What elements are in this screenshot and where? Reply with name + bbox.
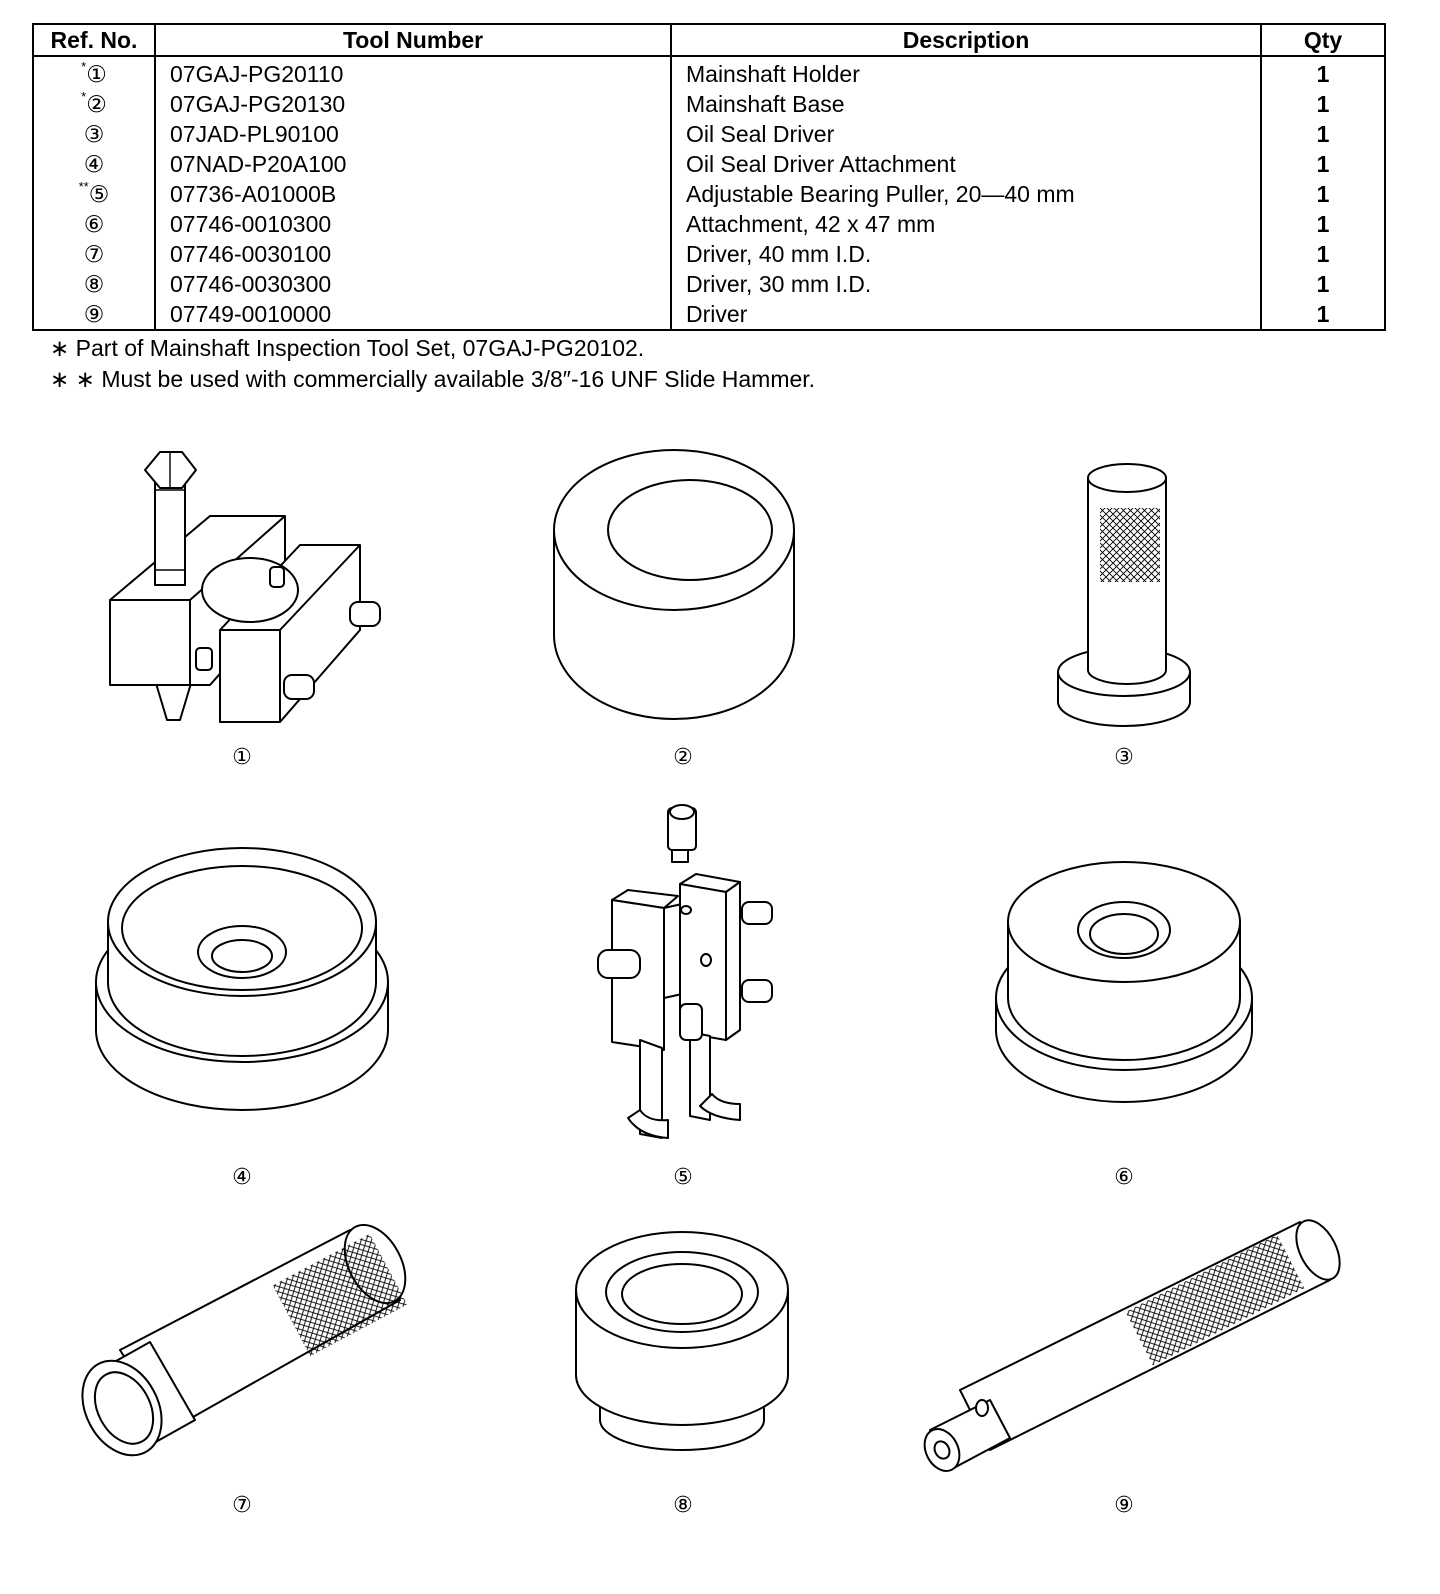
figure-label-6: ⑥ — [1114, 1165, 1134, 1190]
figure-label-8: ⑧ — [673, 1493, 693, 1518]
mainshaft-base-drawing — [553, 449, 795, 720]
tool-number-cell: 07NAD-P20A100 — [154, 149, 672, 179]
qty-cell: 1 — [1260, 209, 1386, 239]
footnote-single-asterisk: ∗ Part of Mainshaft Inspection Tool Set,… — [50, 335, 645, 361]
tool-number-cell: 07GAJ-PG20130 — [154, 89, 672, 119]
table-row: ⑦ 07746-0030100 Driver, 40 mm I.D. 1 — [32, 239, 1386, 269]
tool-number-cell: 07746-0010300 — [154, 209, 672, 239]
table-row: ④ 07NAD-P20A100 Oil Seal Driver Attachme… — [32, 149, 1386, 179]
footnote-double-asterisk: ∗ ∗ Must be used with commercially avail… — [50, 366, 816, 392]
driver-30mm-drawing — [575, 1231, 789, 1451]
ref-cell: ⑥ — [32, 209, 156, 239]
tool-number-cell: 07746-0030300 — [154, 269, 672, 299]
ref-number: ⑨ — [83, 300, 105, 327]
tool-number-cell: 07746-0030100 — [154, 239, 672, 269]
table-row: *② 07GAJ-PG20130 Mainshaft Base 1 — [32, 88, 1386, 119]
figure-label-5: ⑤ — [673, 1165, 693, 1190]
special-tools-table: Ref. No. Tool Number Description Qty *① … — [32, 23, 1386, 331]
footnote-mark: ** — [78, 178, 89, 194]
table-row: ⑨ 07749-0010000 Driver 1 — [32, 299, 1386, 330]
ref-cell: ⑦ — [32, 239, 156, 269]
description-cell: Attachment, 42 x 47 mm — [670, 209, 1262, 239]
header-qty: Qty — [1260, 23, 1386, 57]
description-cell: Driver, 30 mm I.D. — [670, 269, 1262, 299]
ref-cell: ⑧ — [32, 269, 156, 299]
header-description: Description — [670, 23, 1262, 57]
ref-number: ② — [86, 90, 107, 117]
qty-cell: 1 — [1260, 56, 1386, 89]
ref-cell: ⑨ — [32, 299, 156, 330]
description-cell: Mainshaft Holder — [670, 56, 1262, 89]
figure-label-1: ① — [232, 745, 252, 770]
ref-cell: **⑤ — [32, 178, 156, 209]
table-row: **⑤ 07736-A01000B Adjustable Bearing Pul… — [32, 178, 1386, 209]
figure-label-9: ⑨ — [1114, 1493, 1134, 1518]
qty-cell: 1 — [1260, 149, 1386, 179]
table-row: *① 07GAJ-PG20110 Mainshaft Holder 1 — [32, 56, 1386, 89]
ref-cell: ④ — [32, 149, 156, 179]
header-ref-no: Ref. No. — [32, 23, 156, 57]
ref-cell: *② — [32, 88, 156, 119]
description-cell: Driver — [670, 299, 1262, 330]
footnote-mark: * — [81, 58, 87, 74]
tool-illustrations: ① ② ③ ④ — [81, 449, 1341, 1518]
ref-cell: ③ — [32, 119, 156, 149]
table-header-row: Ref. No. Tool Number Description Qty — [32, 23, 1386, 57]
qty-cell: 1 — [1260, 299, 1386, 330]
tool-number-cell: 07749-0010000 — [154, 299, 672, 330]
description-cell: Mainshaft Base — [670, 89, 1262, 119]
description-cell: Oil Seal Driver — [670, 119, 1262, 149]
attachment-42x47-drawing — [995, 861, 1253, 1103]
figure-label-7: ⑦ — [232, 1493, 252, 1518]
ref-number: ① — [86, 60, 107, 87]
ref-number: ③ — [83, 120, 105, 147]
ref-number: ④ — [83, 150, 105, 177]
adjustable-bearing-puller-drawing — [597, 804, 773, 1139]
oil-seal-driver-attachment-drawing — [95, 847, 389, 1111]
ref-number: ⑤ — [88, 180, 110, 207]
table-row: ③ 07JAD-PL90100 Oil Seal Driver 1 — [32, 119, 1386, 149]
driver-drawing — [923, 1219, 1341, 1472]
driver-40mm-drawing — [81, 1223, 408, 1457]
ref-number: ⑧ — [83, 270, 105, 297]
table-row: ⑧ 07746-0030300 Driver, 30 mm I.D. 1 — [32, 269, 1386, 299]
figure-label-3: ③ — [1114, 745, 1134, 770]
header-tool-number: Tool Number — [154, 23, 672, 57]
qty-cell: 1 — [1260, 179, 1386, 209]
oil-seal-driver-drawing — [1057, 463, 1191, 727]
table-row: ⑥ 07746-0010300 Attachment, 42 x 47 mm 1 — [32, 209, 1386, 239]
ref-cell: *① — [32, 56, 156, 89]
qty-cell: 1 — [1260, 269, 1386, 299]
description-cell: Adjustable Bearing Puller, 20—40 mm — [670, 179, 1262, 209]
description-cell: Driver, 40 mm I.D. — [670, 239, 1262, 269]
qty-cell: 1 — [1260, 119, 1386, 149]
qty-cell: 1 — [1260, 239, 1386, 269]
qty-cell: 1 — [1260, 89, 1386, 119]
tool-number-cell: 07GAJ-PG20110 — [154, 56, 672, 89]
tool-number-cell: 07JAD-PL90100 — [154, 119, 672, 149]
footnote-mark: * — [81, 88, 87, 104]
ref-number: ⑦ — [83, 240, 105, 267]
figure-label-4: ④ — [232, 1165, 252, 1190]
figure-label-2: ② — [673, 745, 693, 770]
tool-number-cell: 07736-A01000B — [154, 179, 672, 209]
description-cell: Oil Seal Driver Attachment — [670, 149, 1262, 179]
ref-number: ⑥ — [83, 210, 105, 237]
mainshaft-holder-drawing — [109, 451, 381, 723]
